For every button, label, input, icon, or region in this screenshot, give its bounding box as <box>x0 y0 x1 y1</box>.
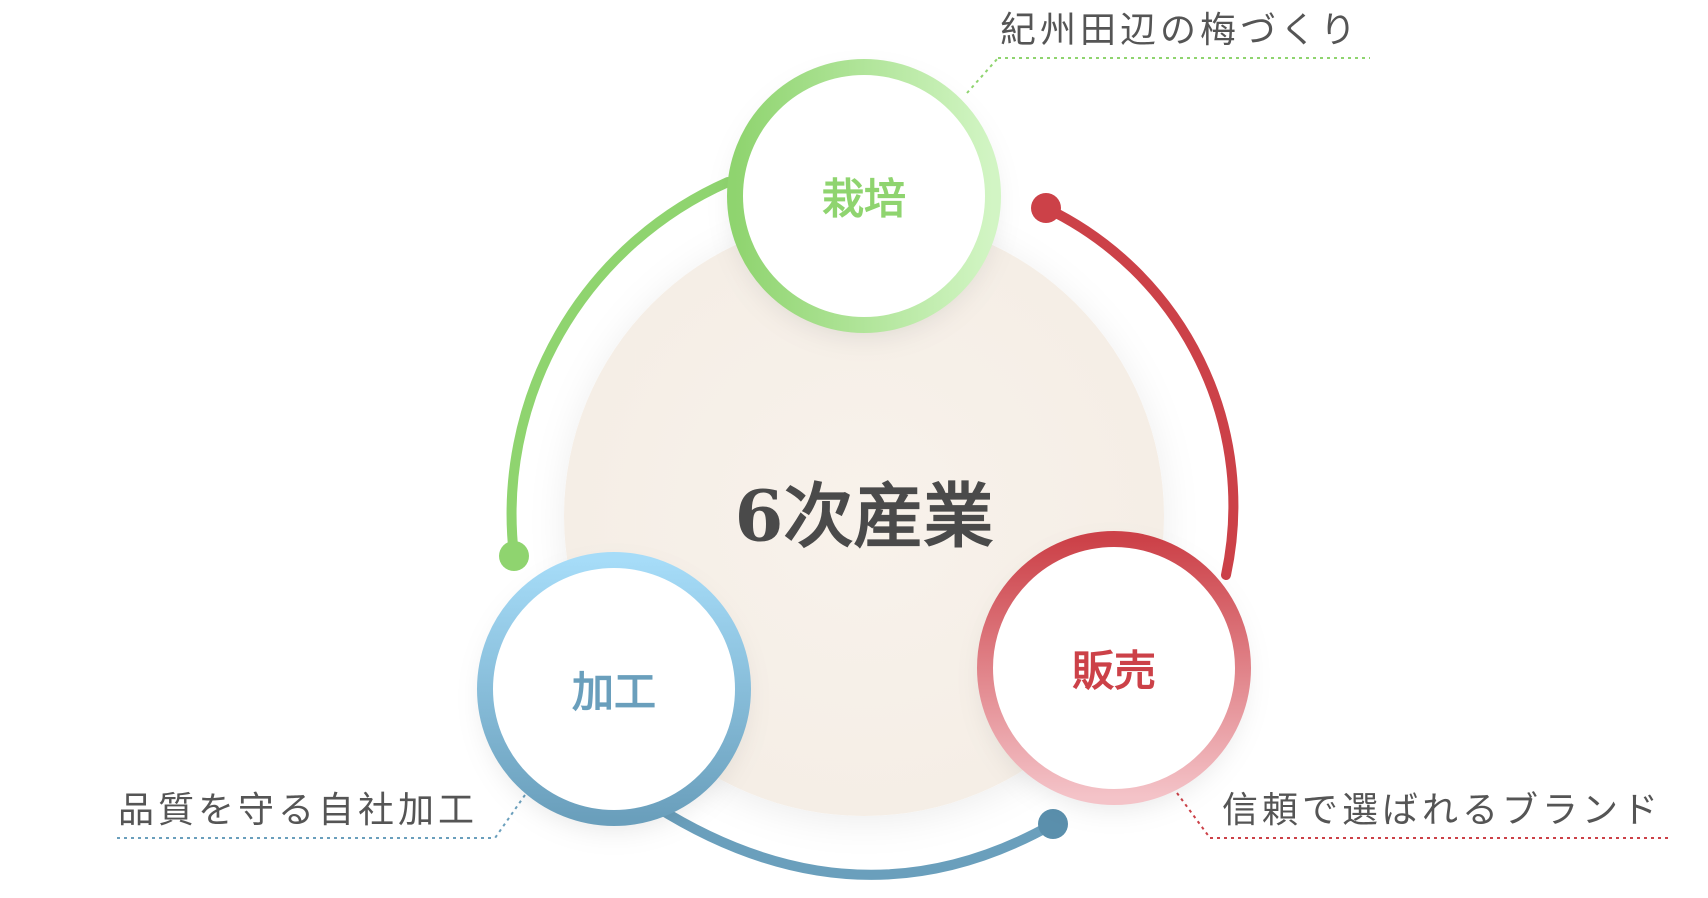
center-title: 6次産業 <box>735 475 994 558</box>
node-processing: 加工 <box>477 552 751 826</box>
arc-processing-to-sales <box>650 801 1058 880</box>
callout-leader-processing <box>494 794 526 839</box>
caption-cultivation: 紀州田辺の梅づくり <box>1000 10 1360 51</box>
node-processing-ring <box>477 552 751 826</box>
arc-end-dot-green <box>499 541 529 571</box>
callout-leader-cultivation <box>966 57 999 94</box>
arc-end-dot-red <box>1031 193 1061 223</box>
caption-processing: 品質を守る自社加工 <box>118 790 478 831</box>
node-processing-label: 加工 <box>572 668 656 717</box>
caption-sales: 信頼で選ばれるブランド <box>1222 790 1662 831</box>
node-sales-ring <box>977 531 1251 805</box>
arc-cultivation-to-processing <box>506 177 733 561</box>
node-cultivation-label: 栽培 <box>822 175 906 224</box>
arc-end-dot-blue <box>1038 809 1068 839</box>
node-cultivation: 栽培 <box>727 59 1001 333</box>
node-sales-label: 販売 <box>1072 647 1156 696</box>
callout-leader-sales <box>1176 792 1211 839</box>
node-cultivation-ring <box>727 59 1001 333</box>
arc-cultivation-to-sales <box>1041 203 1239 580</box>
node-sales: 販売 <box>977 531 1251 805</box>
